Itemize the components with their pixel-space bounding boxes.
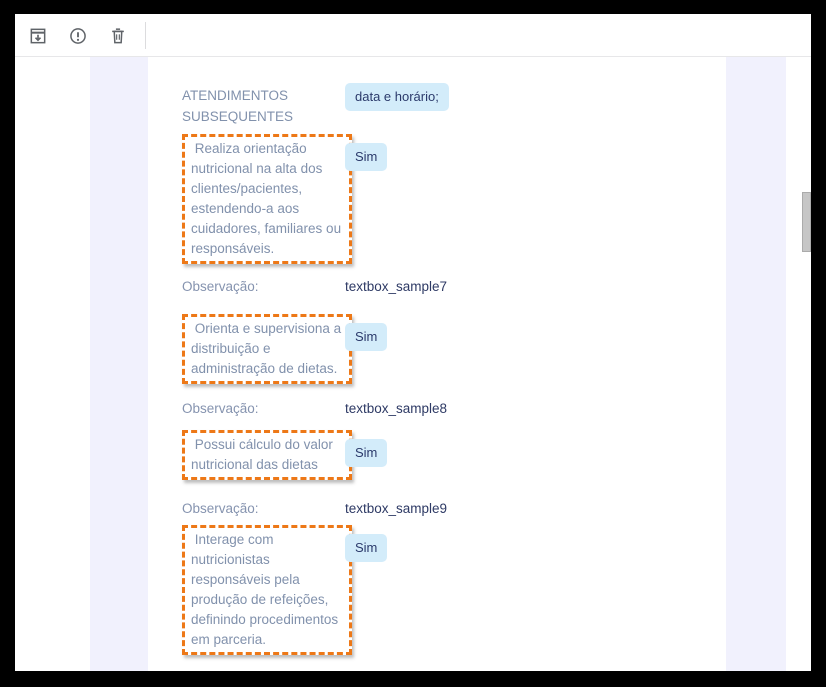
field-value-chip[interactable]: data e horário; <box>345 83 449 111</box>
label-column: Observação: <box>182 498 345 519</box>
field-value-chip[interactable]: Sim <box>345 323 388 351</box>
value-column: Sim <box>345 439 388 467</box>
field-row: Interage com nutricionistas responsáveis… <box>182 525 722 655</box>
highlighted-field-label: Possui cálculo do valor nutricional das … <box>182 430 352 480</box>
label-column: Possui cálculo do valor nutricional das … <box>182 430 352 480</box>
observation-value: textbox_sample9 <box>345 501 448 516</box>
observation-row: Observação: textbox_sample7 <box>182 276 722 297</box>
value-column: data e horário; <box>345 83 449 111</box>
archive-icon <box>28 26 48 46</box>
form-rows: ATENDIMENTOS SUBSEQUENTES data e horário;… <box>182 57 722 671</box>
value-column: textbox_sample8 <box>345 398 447 419</box>
error-icon <box>68 26 88 46</box>
field-row: Possui cálculo do valor nutricional das … <box>182 430 722 480</box>
highlighted-field-label: Orienta e supervisiona a distribuição e … <box>182 314 352 384</box>
observation-value: textbox_sample8 <box>345 401 448 416</box>
label-column: Observação: <box>182 276 345 297</box>
field-value-chip[interactable]: Sim <box>345 534 388 562</box>
value-column: Sim <box>345 323 388 351</box>
label-column: Observação: <box>182 398 345 419</box>
field-row: ATENDIMENTOS SUBSEQUENTES data e horário; <box>182 83 722 127</box>
page-margin-left <box>90 57 148 671</box>
value-column: textbox_sample7 <box>345 276 447 297</box>
value-column: Sim <box>345 534 388 562</box>
toolbar <box>15 14 811 57</box>
value-column: textbox_sample9 <box>345 498 447 519</box>
app-window: ATENDIMENTOS SUBSEQUENTES data e horário;… <box>15 14 811 671</box>
highlighted-field-label: Realiza orientação nutricional na alta d… <box>182 134 352 264</box>
label-column: Realiza orientação nutricional na alta d… <box>182 134 352 264</box>
field-label: Observação: <box>182 279 259 294</box>
vertical-scrollbar-thumb[interactable] <box>802 192 811 252</box>
archive-button[interactable] <box>28 26 48 46</box>
field-row: Realiza orientação nutricional na alta d… <box>182 134 722 264</box>
error-button[interactable] <box>68 26 88 46</box>
value-column: Sim <box>345 143 388 171</box>
field-value-chip[interactable]: Sim <box>345 143 388 171</box>
observation-row: Observação: textbox_sample8 <box>182 398 722 419</box>
page-margin-right <box>726 57 786 671</box>
field-row: Orienta e supervisiona a distribuição e … <box>182 314 722 384</box>
label-column: Interage com nutricionistas responsáveis… <box>182 525 352 655</box>
field-label: Observação: <box>182 401 259 416</box>
delete-button[interactable] <box>108 26 128 46</box>
toolbar-divider <box>145 22 146 49</box>
field-label: ATENDIMENTOS SUBSEQUENTES <box>182 88 294 124</box>
document-view: ATENDIMENTOS SUBSEQUENTES data e horário;… <box>15 57 811 671</box>
label-column: Orienta e supervisiona a distribuição e … <box>182 314 352 384</box>
trash-icon <box>108 26 128 46</box>
field-value-chip[interactable]: Sim <box>345 439 388 467</box>
highlighted-field-label: Interage com nutricionistas responsáveis… <box>182 525 352 655</box>
observation-value: textbox_sample7 <box>345 279 448 294</box>
field-label: Observação: <box>182 501 259 516</box>
label-column: ATENDIMENTOS SUBSEQUENTES <box>182 85 345 127</box>
observation-row: Observação: textbox_sample9 <box>182 498 722 519</box>
